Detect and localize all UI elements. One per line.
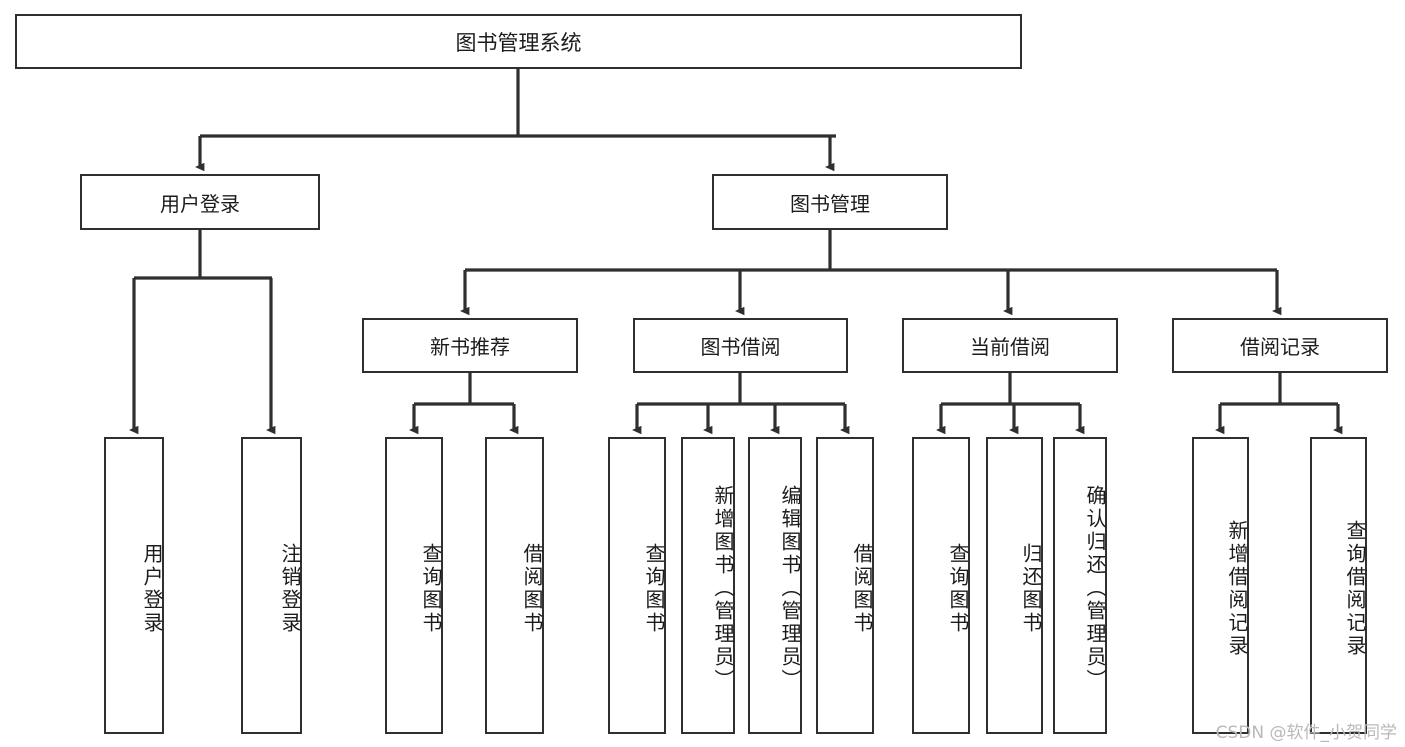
node-user-login-label: 用户登录 xyxy=(160,191,240,216)
leaf-query-record-label: 查询借阅记录 xyxy=(1343,519,1367,658)
leaf-confirm-return[interactable]: 确认归还（管理员） xyxy=(1053,437,1107,734)
leaf-add-book-label: 新增图书（管理员） xyxy=(711,485,735,692)
node-root[interactable]: 图书管理系统 xyxy=(15,14,1022,69)
node-new-book-recommend[interactable]: 新书推荐 xyxy=(362,318,578,373)
node-book-borrow[interactable]: 图书借阅 xyxy=(633,318,848,373)
leaf-query-book-2[interactable]: 查询图书 xyxy=(608,437,666,734)
leaf-add-record-label: 新增借阅记录 xyxy=(1225,519,1249,658)
node-book-borrow-label: 图书借阅 xyxy=(700,335,781,359)
leaf-return-book-label: 归还图书 xyxy=(1019,542,1043,635)
leaf-query-book-3[interactable]: 查询图书 xyxy=(912,437,970,734)
leaf-query-record[interactable]: 查询借阅记录 xyxy=(1310,437,1367,734)
node-new-book-recommend-label: 新书推荐 xyxy=(430,335,510,359)
leaf-logout[interactable]: 注销登录 xyxy=(241,437,302,734)
node-book-manage-label: 图书管理 xyxy=(790,191,870,216)
node-borrow-record[interactable]: 借阅记录 xyxy=(1172,318,1388,373)
leaf-borrow-book-2-label: 借阅图书 xyxy=(850,542,874,635)
leaf-borrow-book-2[interactable]: 借阅图书 xyxy=(816,437,874,734)
leaf-borrow-book-1-label: 借阅图书 xyxy=(520,542,544,635)
csdn-watermark: CSDN @软件_小贺同学 xyxy=(1215,723,1397,743)
leaf-return-book[interactable]: 归还图书 xyxy=(986,437,1043,734)
leaf-query-book-1-label: 查询图书 xyxy=(419,542,443,635)
leaf-add-book[interactable]: 新增图书（管理员） xyxy=(681,437,735,734)
leaf-edit-book[interactable]: 编辑图书（管理员） xyxy=(748,437,802,734)
leaf-edit-book-label: 编辑图书（管理员） xyxy=(778,485,802,692)
leaf-user-login[interactable]: 用户登录 xyxy=(104,437,164,734)
leaf-confirm-return-label: 确认归还（管理员） xyxy=(1083,485,1107,692)
node-root-label: 图书管理系统 xyxy=(455,30,582,55)
node-user-login[interactable]: 用户登录 xyxy=(80,174,320,230)
node-current-borrow-label: 当前借阅 xyxy=(970,335,1050,359)
leaf-add-record[interactable]: 新增借阅记录 xyxy=(1192,437,1249,734)
leaf-query-book-3-label: 查询图书 xyxy=(946,542,970,635)
node-borrow-record-label: 借阅记录 xyxy=(1240,335,1320,359)
leaf-borrow-book-1[interactable]: 借阅图书 xyxy=(485,437,544,734)
node-book-manage[interactable]: 图书管理 xyxy=(712,174,948,230)
leaf-logout-label: 注销登录 xyxy=(278,542,302,635)
leaf-user-login-label: 用户登录 xyxy=(140,542,164,635)
leaf-query-book-1[interactable]: 查询图书 xyxy=(385,437,443,734)
leaf-query-book-2-label: 查询图书 xyxy=(642,542,666,635)
node-current-borrow[interactable]: 当前借阅 xyxy=(902,318,1118,373)
